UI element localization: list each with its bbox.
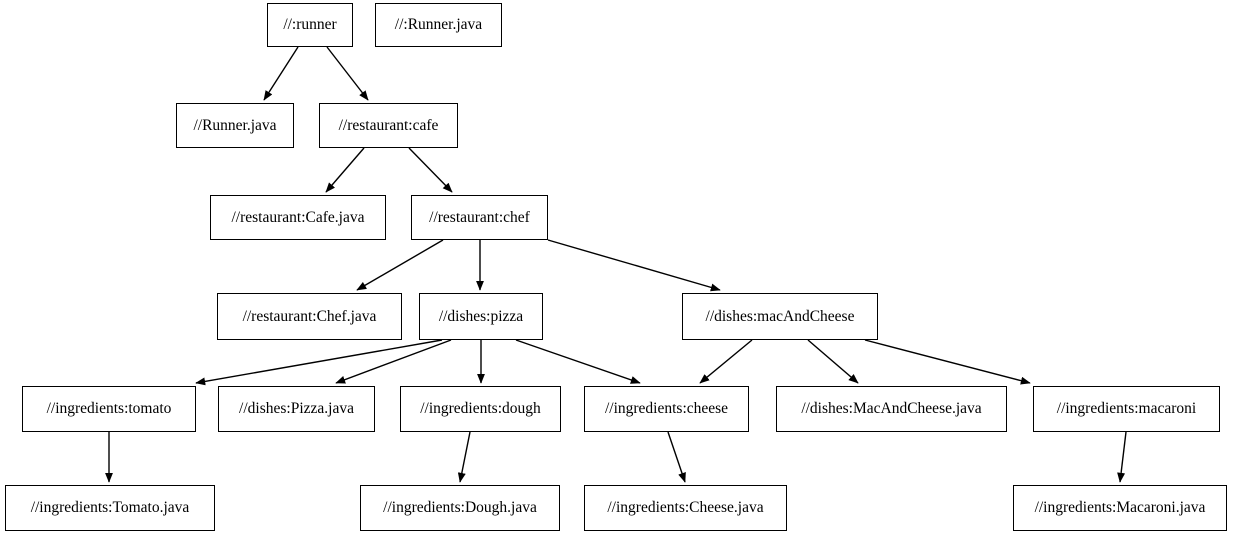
graph-node-dishes_macandcheese[interactable]: //dishes:macAndCheese: [682, 293, 878, 340]
graph-node-label: //ingredients:dough: [420, 400, 541, 418]
graph-node-label: //restaurant:Cafe.java: [231, 208, 365, 226]
graph-node-dishes_pizza_java[interactable]: //dishes:Pizza.java: [218, 386, 375, 432]
graph-node-dishes_mac_java[interactable]: //dishes:MacAndCheese.java: [776, 386, 1007, 432]
graph-node-restaurant_chef_java[interactable]: //restaurant:Chef.java: [217, 293, 402, 340]
graph-node-label: //ingredients:Cheese.java: [607, 499, 764, 517]
graph-node-label: //ingredients:macaroni: [1056, 400, 1197, 418]
graph-node-ingredients_cheese_java[interactable]: //ingredients:Cheese.java: [584, 485, 787, 531]
graph-node-label: //ingredients:Dough.java: [383, 499, 537, 517]
graph-node-label: //dishes:Pizza.java: [239, 400, 354, 418]
graph-node-restaurant_chef[interactable]: //restaurant:chef: [411, 195, 548, 240]
graph-node-ingredients_tomato_java[interactable]: //ingredients:Tomato.java: [5, 485, 215, 531]
graph-node-ingredients_dough[interactable]: //ingredients:dough: [400, 386, 561, 432]
graph-node-label: //:Runner.java: [394, 16, 483, 34]
graph-node-restaurant_cafe[interactable]: //restaurant:cafe: [319, 103, 458, 148]
graph-node-label: //restaurant:Chef.java: [242, 307, 377, 325]
graph-node-restaurant_cafe_java[interactable]: //restaurant:Cafe.java: [210, 195, 386, 240]
graph-node-ingredients_dough_java[interactable]: //ingredients:Dough.java: [360, 485, 560, 531]
graph-node-label: //ingredients:cheese: [604, 400, 729, 418]
graph-node-runner_target[interactable]: //:runner: [267, 3, 353, 47]
graph-node-label: //restaurant:cafe: [338, 116, 439, 134]
graph-node-dishes_pizza[interactable]: //dishes:pizza: [419, 293, 543, 340]
graph-node-label: //dishes:macAndCheese: [705, 307, 855, 325]
graph-node-label: //dishes:MacAndCheese.java: [801, 400, 982, 418]
graph-node-label: //ingredients:Tomato.java: [30, 499, 190, 517]
graph-node-label: //Runner.java: [193, 116, 277, 134]
graph-node-label: //ingredients:Macaroni.java: [1034, 499, 1206, 517]
graph-node-label: //restaurant:chef: [429, 208, 530, 226]
graph-node-label: //ingredients:tomato: [46, 400, 172, 418]
graph-node-runner_java_root[interactable]: //:Runner.java: [375, 3, 502, 47]
graph-node-ingredients_macaroni[interactable]: //ingredients:macaroni: [1033, 386, 1220, 432]
graph-node-ingredients_macaroni_java[interactable]: //ingredients:Macaroni.java: [1013, 485, 1227, 531]
graph-node-ingredients_tomato[interactable]: //ingredients:tomato: [22, 386, 196, 432]
graph-node-runner_java[interactable]: //Runner.java: [176, 103, 294, 148]
graph-node-ingredients_cheese[interactable]: //ingredients:cheese: [584, 386, 749, 432]
graph-node-label: //:runner: [283, 16, 337, 34]
graph-node-label: //dishes:pizza: [438, 307, 524, 325]
